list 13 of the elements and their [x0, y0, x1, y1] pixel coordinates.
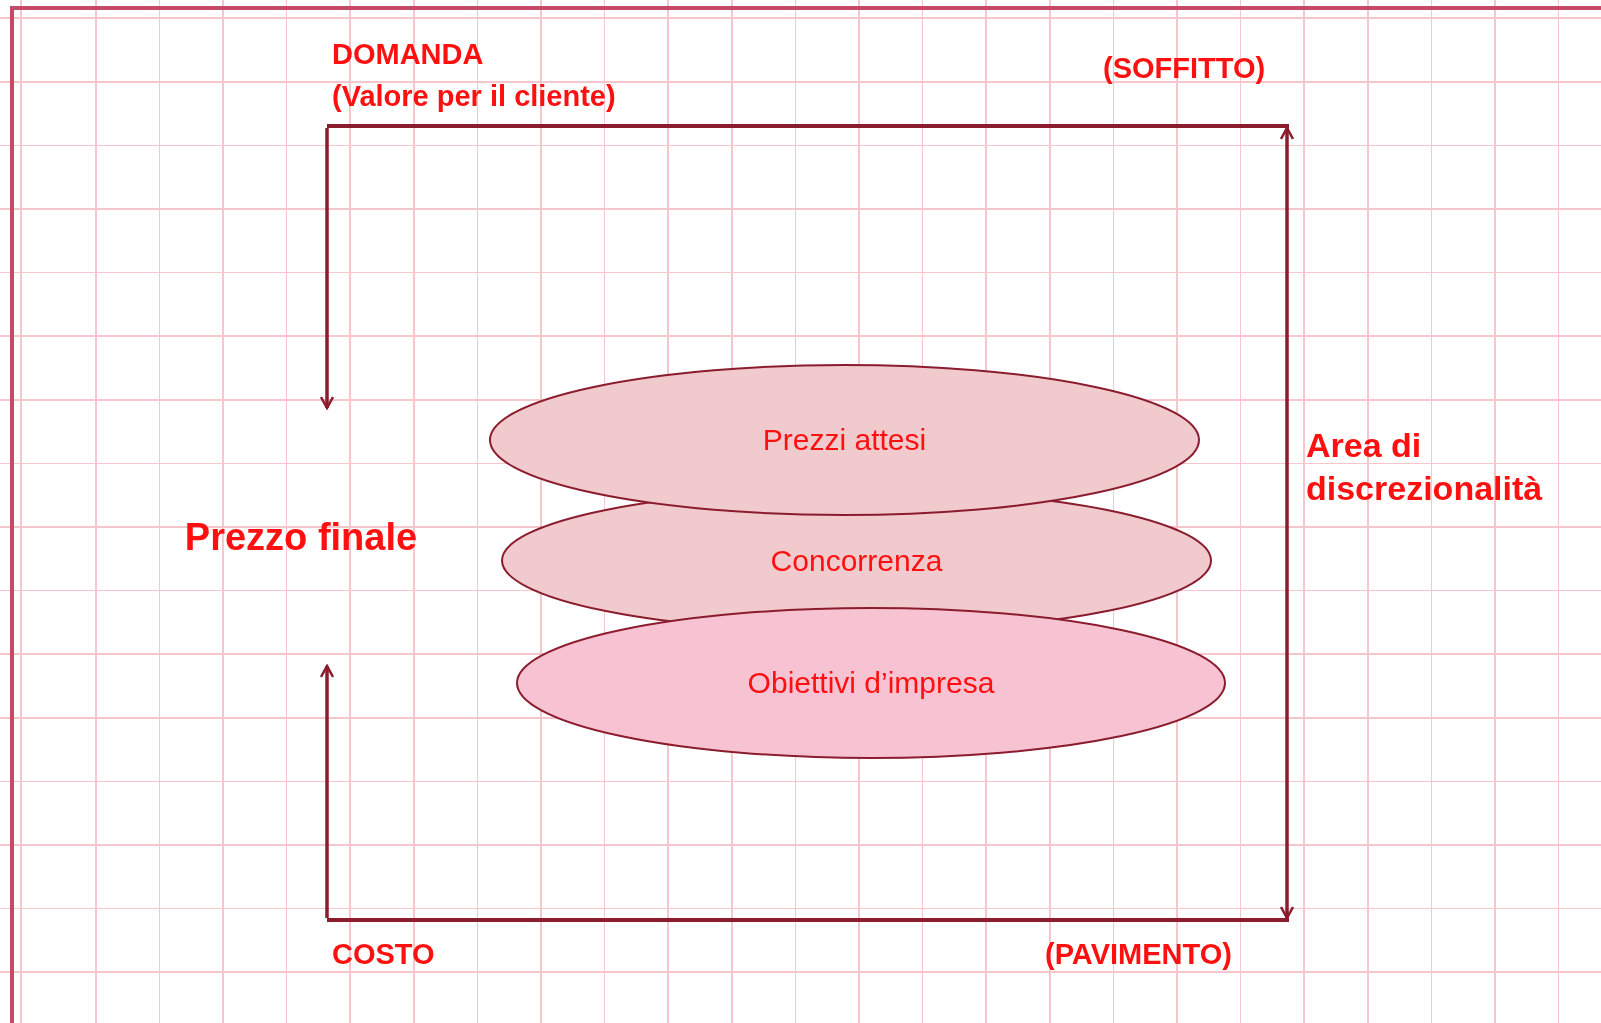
- level-label: Area di discrezionalità: [1306, 425, 1544, 509]
- level-label: (SOFFITTO): [1103, 51, 1266, 86]
- ellipse-label: Prezzi attesi: [762, 423, 927, 457]
- level-label: (Valore per il cliente): [332, 79, 616, 114]
- final-price-label: Prezzo finale: [184, 515, 418, 559]
- arrow: [1279, 126, 1295, 920]
- arrow: [319, 128, 335, 410]
- arrow: [319, 664, 335, 918]
- ellipse-label: Obiettivi d’impresa: [747, 666, 995, 700]
- ellipse-label: Concorrenza: [770, 543, 943, 578]
- level-label: COSTO: [332, 937, 435, 972]
- level-label: (PAVIMENTO): [1045, 937, 1232, 972]
- level-label: DOMANDA: [332, 37, 484, 72]
